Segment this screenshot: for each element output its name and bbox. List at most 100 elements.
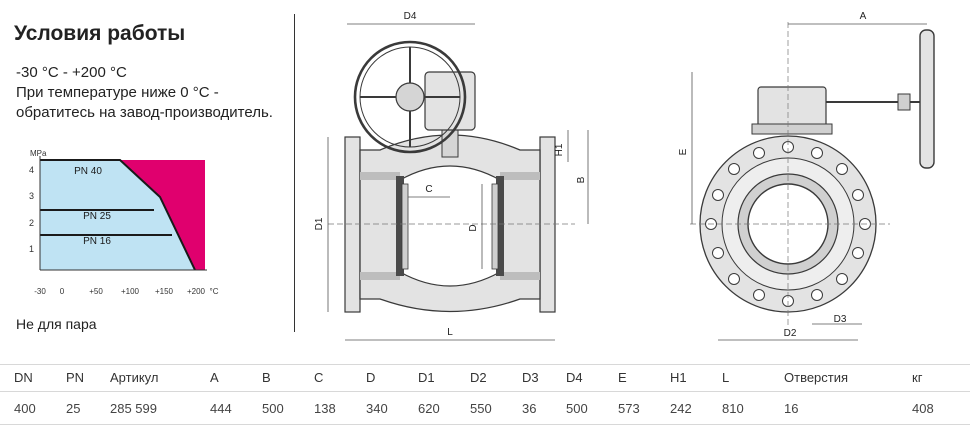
- series-label-pn16: PN 16: [83, 236, 111, 247]
- right-flange: [539, 136, 556, 313]
- spec-table: DN PN Артикул A B C D D1 D2 D3 D4 E H1 L…: [0, 364, 970, 425]
- x-axis-unit: °C: [210, 287, 219, 296]
- header-l: L: [708, 364, 770, 392]
- series-label-pn40: PN 40: [74, 166, 102, 177]
- header-e: E: [604, 364, 656, 392]
- bolt-hole: [811, 147, 823, 159]
- page-title: Условия работы: [14, 22, 186, 45]
- series-label-pn25: PN 25: [83, 211, 111, 222]
- pressure-temperature-chart: PN 40 PN 25 PN 16 MPa 4 3 2 1 -30 0 +50 …: [29, 149, 219, 296]
- x-tick-50: +50: [89, 287, 103, 296]
- bolt-hole: [836, 163, 848, 175]
- side-shaft-collar: [897, 93, 911, 111]
- header-c: C: [300, 364, 352, 392]
- y-tick-4: 4: [29, 165, 34, 175]
- cell-d4: 500: [552, 391, 604, 425]
- dim-a-label: A: [860, 11, 867, 22]
- y-tick-1: 1: [29, 244, 34, 254]
- cell-kg: 408: [898, 391, 970, 425]
- cell-d1: 620: [404, 391, 456, 425]
- dim-d4-label: D4: [404, 11, 417, 22]
- y-axis-unit: MPa: [30, 149, 47, 158]
- dim-d-label: D: [468, 224, 479, 231]
- spec-header-row: DN PN Артикул A B C D D1 D2 D3 D4 E H1 L…: [0, 364, 970, 392]
- x-tick-m30: -30: [34, 287, 46, 296]
- table-row: 400 25 285 599 444 500 138 340 620 550 3…: [0, 391, 970, 425]
- stem: [441, 126, 459, 158]
- cell-d: 340: [352, 391, 404, 425]
- x-tick-0: 0: [60, 287, 65, 296]
- bolt-hole: [852, 189, 864, 201]
- header-a: A: [196, 364, 248, 392]
- header-b: B: [248, 364, 300, 392]
- side-view-labels: A E D2 D3: [678, 11, 867, 339]
- cell-pn: 25: [52, 391, 96, 425]
- header-dn: DN: [0, 364, 52, 392]
- bolt-hole: [712, 189, 724, 201]
- header-d2: D2: [456, 364, 508, 392]
- side-view-dimensions: [691, 23, 927, 341]
- cell-c: 138: [300, 391, 352, 425]
- bolt-hole: [836, 273, 848, 285]
- bolt-hole: [852, 247, 864, 259]
- cell-e: 573: [604, 391, 656, 425]
- header-holes: Отверстия: [770, 364, 898, 392]
- y-tick-3: 3: [29, 191, 34, 201]
- low-temp-note-line2: обратитесь на завод-производитель.: [16, 104, 273, 121]
- seat-right: [496, 176, 504, 276]
- cell-a: 444: [196, 391, 248, 425]
- handwheel: [353, 40, 467, 154]
- bolt-hole: [753, 289, 765, 301]
- bore-top-right: [500, 172, 540, 180]
- bolt-hole: [811, 289, 823, 301]
- header-h1: H1: [656, 364, 708, 392]
- dim-d1-label: D1: [314, 217, 325, 230]
- low-temp-note-line1: При температуре ниже 0 °C -: [16, 84, 219, 101]
- header-d: D: [352, 364, 404, 392]
- seat-left: [396, 176, 404, 276]
- valve-technical-drawing: D4 H1 B C D1 D L: [314, 11, 935, 341]
- header-pn: PN: [52, 364, 96, 392]
- cell-l: 810: [708, 391, 770, 425]
- dim-h1-label: H1: [554, 143, 565, 156]
- x-tick-150: +150: [155, 287, 174, 296]
- dim-b-label: B: [576, 176, 587, 183]
- header-kg: кг: [898, 364, 970, 392]
- bolt-hole: [753, 147, 765, 159]
- dim-l-label: L: [447, 327, 453, 338]
- x-tick-100: +100: [121, 287, 140, 296]
- dim-d3-label: D3: [834, 314, 847, 325]
- bolt-hole: [728, 163, 740, 175]
- cell-article: 285 599: [96, 391, 196, 425]
- front-view-labels: D4 H1 B C D1 D L: [314, 11, 587, 338]
- bore-left-pad: [401, 183, 409, 270]
- ball: [399, 165, 501, 287]
- header-d3: D3: [508, 364, 552, 392]
- cell-d3: 36: [508, 391, 552, 425]
- bore-top-left: [360, 172, 400, 180]
- left-flange: [344, 136, 361, 313]
- valve-front-view: [328, 40, 575, 313]
- cell-dn: 400: [0, 391, 52, 425]
- gearbox: [424, 71, 476, 131]
- front-view-dimensions: [327, 23, 589, 341]
- header-article: Артикул: [96, 364, 196, 392]
- dim-c-label: C: [425, 184, 432, 195]
- dim-d2-label: D2: [784, 328, 797, 339]
- bore-bottom-left: [360, 272, 400, 280]
- header-d1: D1: [404, 364, 456, 392]
- x-tick-200: +200: [187, 287, 206, 296]
- bore-right-pad: [491, 183, 499, 270]
- valve-side-view: [690, 22, 935, 327]
- dim-e-label: E: [678, 148, 689, 155]
- cell-holes: 16: [770, 391, 898, 425]
- y-tick-2: 2: [29, 218, 34, 228]
- cell-b: 500: [248, 391, 300, 425]
- temperature-range: -30 °C - +200 °C: [16, 64, 127, 81]
- handwheel-hub: [395, 82, 425, 112]
- cell-d2: 550: [456, 391, 508, 425]
- series-line-pn40: [40, 159, 196, 271]
- cell-h1: 242: [656, 391, 708, 425]
- side-gearbox-base: [751, 123, 833, 135]
- bore-bottom-right: [500, 272, 540, 280]
